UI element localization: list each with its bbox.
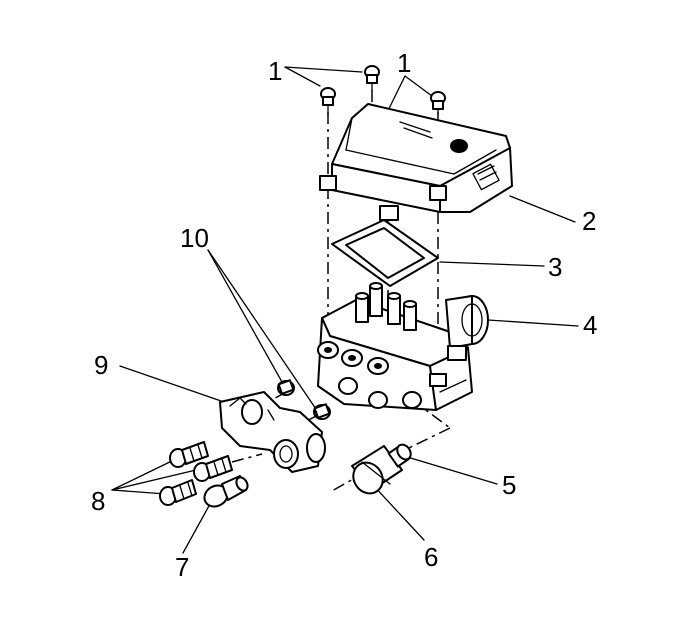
callout-3: 3 xyxy=(548,252,562,282)
callout-1-left: 1 xyxy=(268,56,282,86)
callout-10: 10 xyxy=(180,223,209,253)
callout-5: 5 xyxy=(502,470,516,500)
callout-7: 7 xyxy=(175,552,189,582)
cover-screw-right xyxy=(430,91,446,115)
control-module-cover xyxy=(319,103,513,221)
hydraulic-modulator xyxy=(317,282,489,411)
module-gasket xyxy=(331,219,439,287)
callout-9: 9 xyxy=(94,350,108,380)
callout-4: 4 xyxy=(583,310,597,340)
mounting-bracket xyxy=(219,391,326,473)
cover-screw-left xyxy=(320,87,336,115)
callout-2: 2 xyxy=(582,206,596,236)
bracket-bolt-middle xyxy=(193,455,233,482)
bracket-bolt-upper xyxy=(169,441,209,468)
callout-6: 6 xyxy=(424,542,438,572)
leader-lines xyxy=(111,66,579,554)
bracket-screw-upper xyxy=(277,379,295,396)
callout-1-right: 1 xyxy=(397,48,411,78)
bracket-bolt-lower xyxy=(159,479,197,506)
bracket-plug xyxy=(203,475,249,508)
callout-8: 8 xyxy=(91,486,105,516)
cover-screw-rear xyxy=(364,65,380,91)
pressure-sensor xyxy=(351,443,412,495)
bracket-screw-lower xyxy=(313,403,331,420)
